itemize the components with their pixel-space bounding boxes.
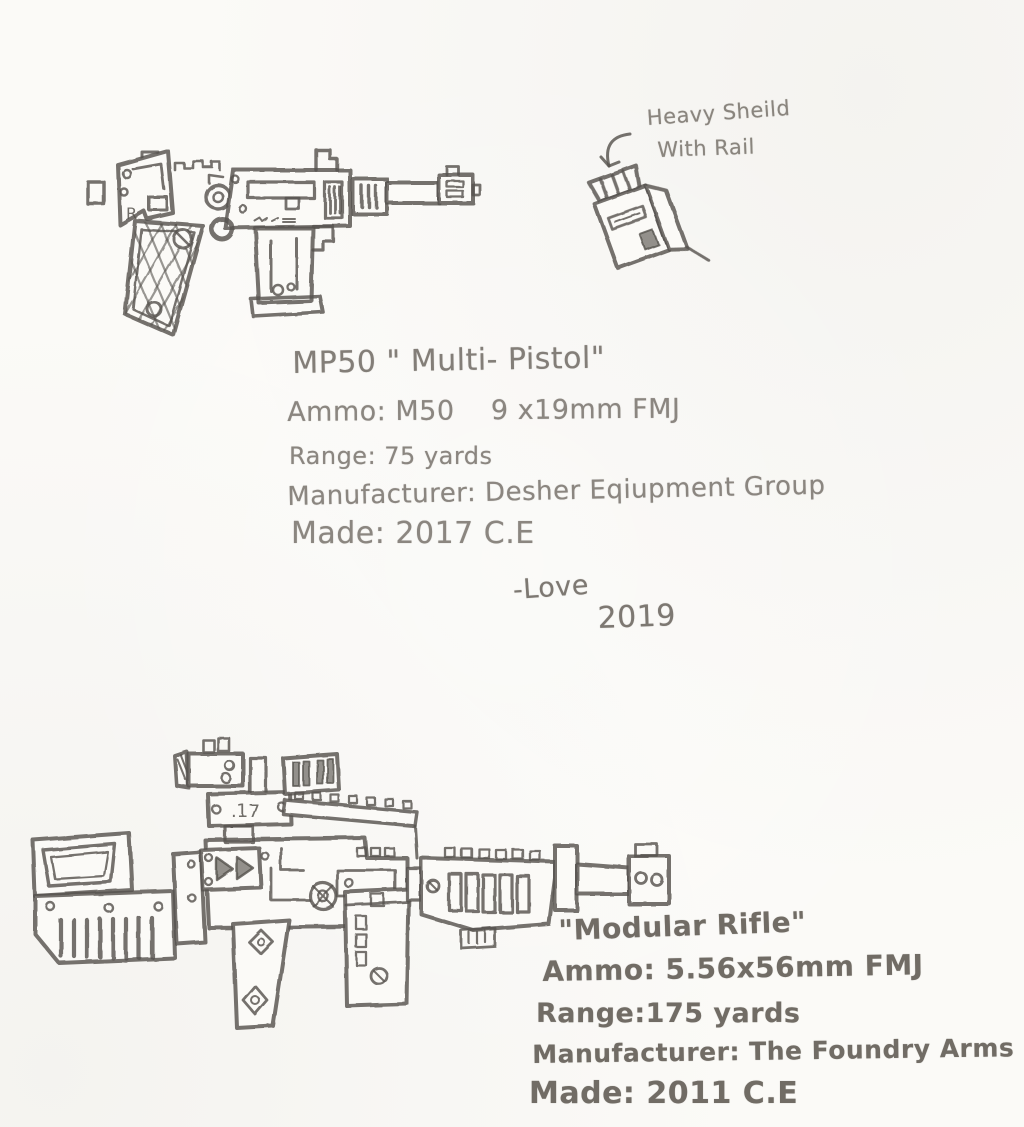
rifle-stock-connector bbox=[171, 850, 207, 946]
shield-note-line2: With Rail bbox=[657, 134, 756, 162]
shield-port bbox=[638, 228, 660, 251]
pistol-sketch: R bbox=[86, 148, 482, 337]
pistol-grip bbox=[123, 219, 205, 337]
shield-view-slot bbox=[606, 204, 648, 231]
pistol-receiver-marking: R bbox=[126, 204, 137, 223]
rifle-sketch: .17 bbox=[31, 736, 671, 1030]
pistol-ammo-spec: Ammo: M50 9 x19mm FMJ bbox=[287, 393, 681, 428]
shield-sketch bbox=[586, 163, 711, 270]
note-arrow-icon bbox=[599, 132, 632, 168]
pistol-rear-block: R bbox=[116, 149, 175, 227]
rifle-range-spec: Range:175 yards bbox=[536, 998, 801, 1029]
shield-mount-pin bbox=[685, 245, 711, 262]
rifle-made-spec: Made: 2011 C.E bbox=[529, 1076, 799, 1111]
pistol-receiver bbox=[223, 168, 352, 230]
rifle-scope-marking: .17 bbox=[231, 801, 260, 822]
pistol-muzzle bbox=[437, 165, 482, 205]
shield-note-line1: Heavy Sheild bbox=[646, 95, 791, 130]
pistol-range-spec: Range: 75 yards bbox=[289, 442, 493, 470]
rifle-ammo-spec: Ammo: 5.56x56mm FMJ bbox=[542, 948, 924, 988]
pistol-trigger-guard bbox=[209, 216, 235, 242]
rifle-manufacturer-spec: Manufacturer: The Foundry Arms bbox=[532, 1033, 1015, 1069]
rifle-handguard bbox=[405, 846, 557, 950]
rifle-grip bbox=[231, 918, 291, 1030]
pistol-barrel bbox=[351, 177, 441, 216]
rifle-scope: .17 bbox=[173, 736, 293, 844]
pistol-top-serrations bbox=[173, 159, 222, 172]
pistol-manufacturer-spec: Manufacturer: Desher Eqiupment Group bbox=[287, 470, 826, 512]
rifle-stock bbox=[31, 831, 177, 965]
rifle-magazine bbox=[343, 887, 411, 1008]
pistol-made-spec: Made: 2017 C.E bbox=[291, 516, 535, 551]
signature-year: 2019 bbox=[597, 598, 677, 636]
rifle-rear-sight-block bbox=[281, 752, 341, 796]
pistol-magazine bbox=[249, 226, 325, 318]
rifle-barrel bbox=[553, 844, 631, 912]
artist-signature: -Love bbox=[512, 569, 590, 606]
pistol-ejection-step bbox=[311, 224, 335, 252]
pistol-front-sight bbox=[314, 148, 339, 172]
rifle-top-rail bbox=[281, 790, 419, 860]
pistol-title: MP50 " Multi- Pistol" bbox=[292, 340, 606, 381]
rifle-muzzle bbox=[627, 842, 671, 906]
